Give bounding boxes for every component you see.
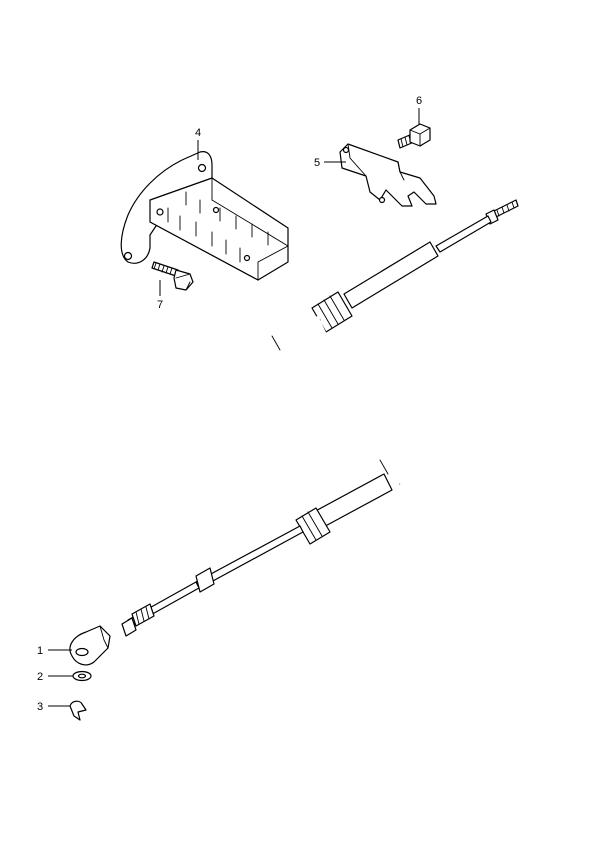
callout-label: 5	[314, 157, 320, 169]
part-3-cotter-pin[interactable]	[69, 700, 87, 721]
part-6-bolt[interactable]	[397, 123, 431, 149]
part-4-bracket[interactable]	[120, 151, 289, 281]
callout-label: 2	[37, 671, 43, 683]
callout-6: 6	[416, 95, 422, 124]
part-7-bolt[interactable]	[151, 261, 194, 291]
callout-label: 6	[416, 95, 422, 107]
callout-label: 1	[37, 645, 43, 657]
control-cable[interactable]	[121, 199, 519, 637]
callout-4: 4	[195, 127, 201, 160]
callout-label: 4	[195, 127, 201, 139]
callout-label: 3	[37, 701, 43, 713]
callout-1: 1	[37, 645, 72, 657]
part-1-rod-end[interactable]	[69, 625, 111, 666]
callout-7: 7	[157, 280, 163, 311]
part-2-washer[interactable]	[72, 670, 92, 682]
part-5-bracket[interactable]	[339, 143, 437, 207]
callout-label: 7	[157, 299, 163, 311]
callout-2: 2	[37, 671, 73, 683]
callout-5: 5	[314, 157, 346, 169]
callout-3: 3	[37, 701, 70, 713]
